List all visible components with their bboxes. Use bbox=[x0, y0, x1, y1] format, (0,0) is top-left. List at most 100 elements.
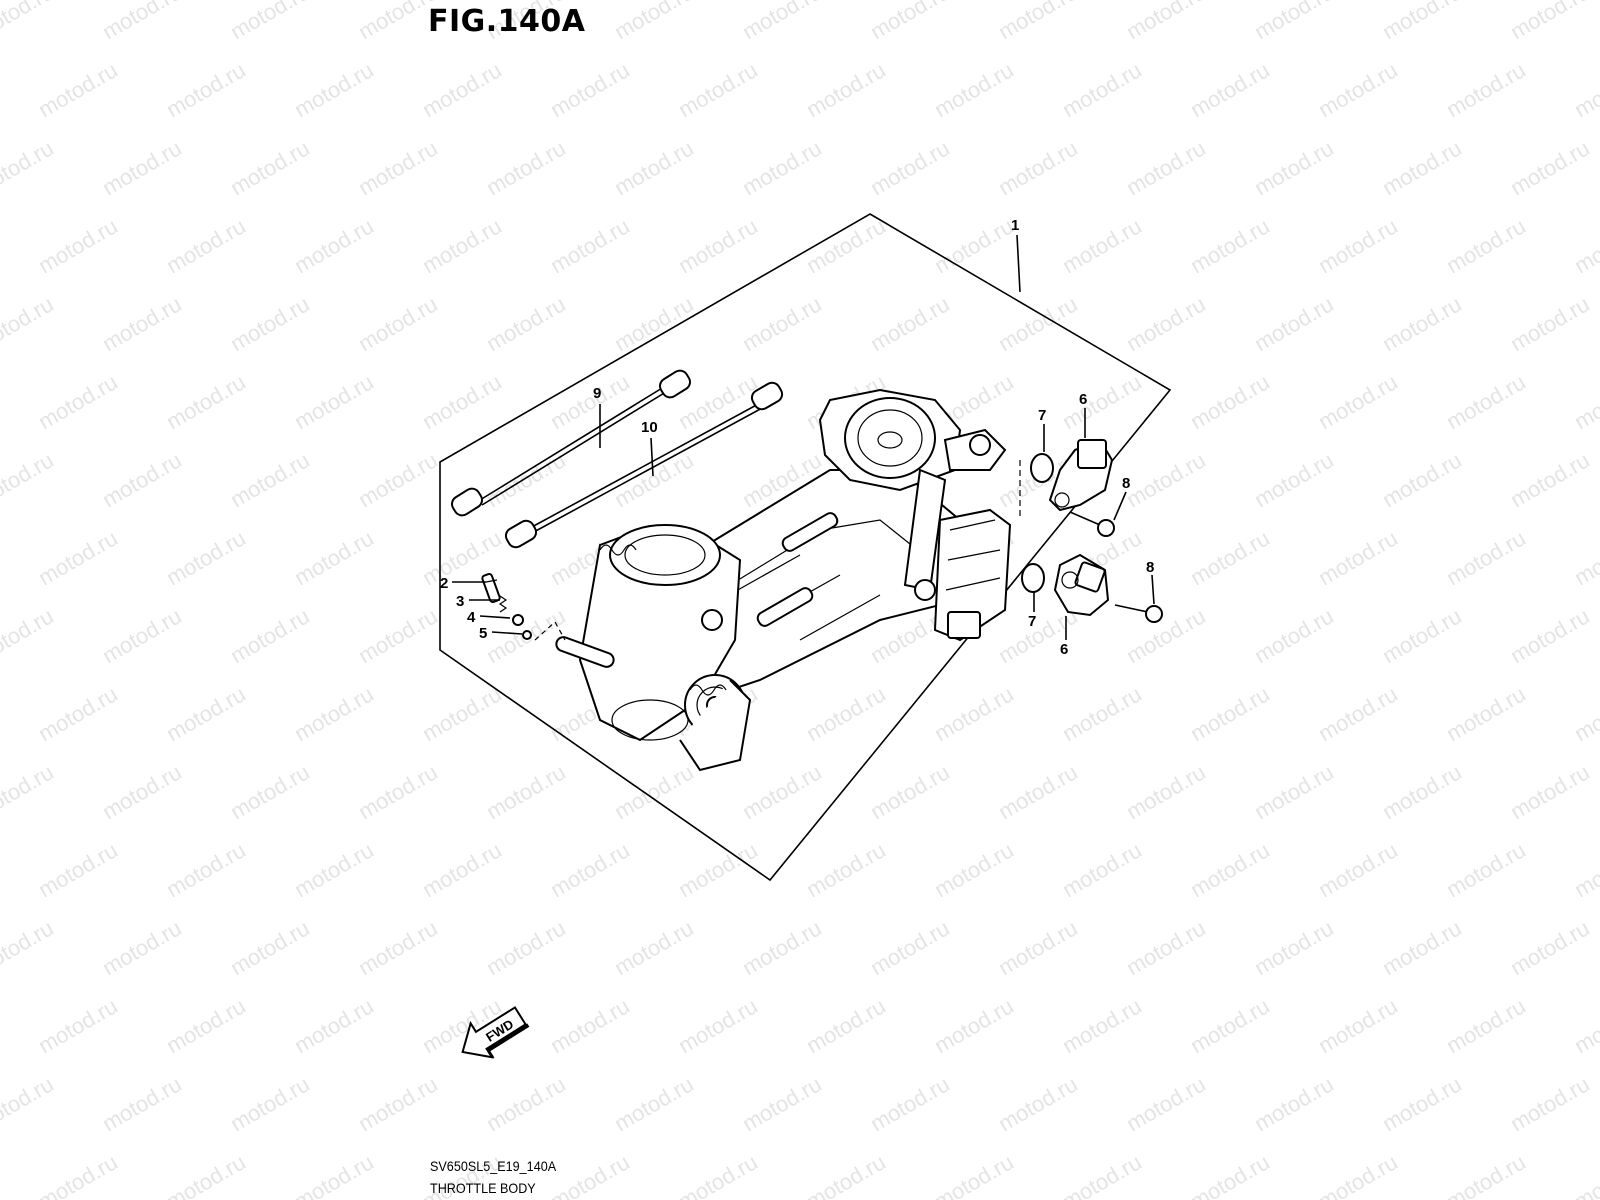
watermark-text: motod.ru bbox=[546, 57, 634, 122]
watermark-text: motod.ru bbox=[994, 1071, 1082, 1136]
watermark-text: motod.ru bbox=[162, 57, 250, 122]
watermark-text: motod.ru bbox=[0, 135, 58, 200]
watermark-text: motod.ru bbox=[1442, 993, 1530, 1058]
watermark-text: motod.ru bbox=[1186, 525, 1274, 590]
watermark-text: motod.ru bbox=[1442, 681, 1530, 746]
watermark-text: motod.ru bbox=[1378, 915, 1466, 980]
watermark-text: motod.ru bbox=[1186, 681, 1274, 746]
drawing-code: SV650SL5_E19_140A bbox=[430, 1158, 557, 1174]
watermark-text: motod.ru bbox=[418, 213, 506, 278]
watermark-text: motod.ru bbox=[226, 135, 314, 200]
watermark-text: motod.ru bbox=[34, 681, 122, 746]
watermark-text: motod.ru bbox=[1506, 759, 1594, 824]
watermark-text: motod.ru bbox=[738, 135, 826, 200]
watermark-text: motod.ru bbox=[0, 915, 58, 980]
watermark-text: motod.ru bbox=[674, 837, 762, 902]
watermark-text: motod.ru bbox=[802, 1149, 890, 1200]
callout-8-upper: 8 bbox=[1122, 475, 1130, 492]
watermark-text: motod.ru bbox=[1570, 837, 1600, 902]
watermark-text: motod.ru bbox=[354, 1071, 442, 1136]
watermark-text: motod.ru bbox=[1186, 837, 1274, 902]
watermark-text: motod.ru bbox=[290, 1149, 378, 1200]
watermark-text: motod.ru bbox=[1506, 291, 1594, 356]
connecting-rod-9 bbox=[451, 369, 691, 517]
o-ring-part-7-upper bbox=[1030, 453, 1054, 483]
watermark-text: motod.ru bbox=[1442, 1149, 1530, 1200]
o-ring-part-7-lower bbox=[1021, 563, 1045, 593]
watermark-text: motod.ru bbox=[1506, 603, 1594, 668]
callout-6-lower: 6 bbox=[1060, 641, 1068, 658]
watermark-text: motod.ru bbox=[1506, 447, 1594, 512]
watermark-text: motod.ru bbox=[482, 1071, 570, 1136]
watermark-text: motod.ru bbox=[1314, 681, 1402, 746]
spring-part-3 bbox=[498, 595, 508, 613]
watermark-text: motod.ru bbox=[674, 993, 762, 1058]
callout-4: 4 bbox=[467, 609, 476, 626]
watermark-text: motod.ru bbox=[674, 213, 762, 278]
callout-1: 1 bbox=[1011, 217, 1019, 234]
watermark-text: motod.ru bbox=[98, 135, 186, 200]
watermark-text: motod.ru bbox=[610, 759, 698, 824]
watermark-text: motod.ru bbox=[610, 447, 698, 512]
watermark-text: motod.ru bbox=[482, 291, 570, 356]
watermark-text: motod.ru bbox=[866, 1071, 954, 1136]
watermark-text: motod.ru bbox=[98, 603, 186, 668]
callout-2: 2 bbox=[440, 575, 448, 592]
watermark-text: motod.ru bbox=[354, 603, 442, 668]
watermark-text: motod.ru bbox=[994, 759, 1082, 824]
callout-7-lower: 7 bbox=[1028, 613, 1036, 630]
watermark-text: motod.ru bbox=[1314, 369, 1402, 434]
watermark-text: motod.ru bbox=[98, 0, 186, 44]
watermark-text: motod.ru bbox=[994, 135, 1082, 200]
screw-part-8-lower bbox=[1114, 604, 1163, 623]
watermark-text: motod.ru bbox=[1122, 603, 1210, 668]
watermark-text: motod.ru bbox=[1314, 1149, 1402, 1200]
sensor-part-6-lower bbox=[1053, 553, 1110, 617]
watermark-text: motod.ru bbox=[226, 0, 314, 44]
watermark-text: motod.ru bbox=[34, 57, 122, 122]
leader-lines bbox=[452, 234, 1155, 640]
watermark-text: motod.ru bbox=[226, 291, 314, 356]
watermark-text: motod.ru bbox=[1186, 1149, 1274, 1200]
watermark-text: motod.ru bbox=[162, 369, 250, 434]
watermark-text: motod.ru bbox=[738, 291, 826, 356]
watermark-text: motod.ru bbox=[1378, 603, 1466, 668]
watermark-text: motod.ru bbox=[1442, 837, 1530, 902]
watermark-text: motod.ru bbox=[866, 291, 954, 356]
watermark-text: motod.ru bbox=[1186, 369, 1274, 434]
watermark-text: motod.ru bbox=[866, 0, 954, 44]
watermark-text: motod.ru bbox=[930, 837, 1018, 902]
watermark-text: motod.ru bbox=[1314, 213, 1402, 278]
watermark-text: motod.ru bbox=[1378, 447, 1466, 512]
watermark-text: motod.ru bbox=[1442, 525, 1530, 590]
watermark-text: motod.ru bbox=[162, 525, 250, 590]
watermark-text: motod.ru bbox=[1122, 759, 1210, 824]
section-title: THROTTLE BODY bbox=[430, 1180, 536, 1196]
throttle-body-assembly bbox=[555, 388, 1021, 772]
o-ring-part-5 bbox=[522, 630, 532, 640]
watermark-text: motod.ru bbox=[866, 915, 954, 980]
watermark-text: motod.ru bbox=[1378, 0, 1466, 44]
watermark-text: motod.ru bbox=[674, 1149, 762, 1200]
watermark-text: motod.ru bbox=[802, 837, 890, 902]
watermark-text: motod.ru bbox=[34, 525, 122, 590]
screw-part-8-upper bbox=[1069, 511, 1115, 537]
watermark-text: motod.ru bbox=[98, 447, 186, 512]
watermark-text: motod.ru bbox=[1506, 135, 1594, 200]
watermark-text: motod.ru bbox=[34, 993, 122, 1058]
watermark-text: motod.ru bbox=[738, 0, 826, 44]
callout-7-upper: 7 bbox=[1038, 407, 1046, 424]
watermark-text: motod.ru bbox=[1250, 447, 1338, 512]
watermark-text: motod.ru bbox=[418, 837, 506, 902]
callout-3: 3 bbox=[456, 593, 464, 610]
watermark-text: motod.ru bbox=[1122, 915, 1210, 980]
watermark-text: motod.ru bbox=[1570, 369, 1600, 434]
watermark-text: motod.ru bbox=[930, 993, 1018, 1058]
watermark-text: motod.ru bbox=[0, 759, 58, 824]
watermark-text: motod.ru bbox=[1058, 213, 1146, 278]
watermark-text: motod.ru bbox=[1250, 1071, 1338, 1136]
watermark-text: motod.ru bbox=[34, 369, 122, 434]
watermark-text: motod.ru bbox=[866, 135, 954, 200]
watermark-text: motod.ru bbox=[1058, 681, 1146, 746]
watermark-text: motod.ru bbox=[546, 837, 634, 902]
